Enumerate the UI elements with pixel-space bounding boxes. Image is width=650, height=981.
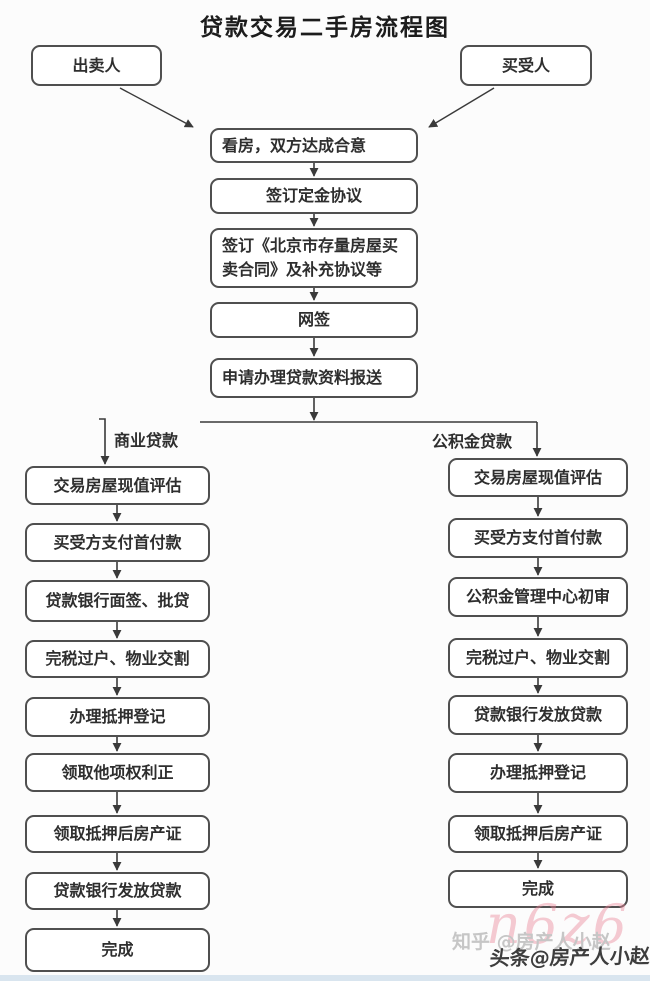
- node-provident-done: 完成: [448, 870, 628, 908]
- node-commercial-appraisal: 交易房屋现值评估: [25, 466, 210, 505]
- node-provident-tax-transfer: 完税过户、物业交割: [448, 638, 628, 678]
- node-buyer: 买受人: [460, 45, 592, 86]
- node-provident-property-cert: 领取抵押后房产证: [448, 815, 628, 853]
- node-provident-loan-release: 贷款银行发放贷款: [448, 695, 628, 735]
- arrow-buyer-to-flow: [428, 87, 495, 128]
- node-online-sign: 网签: [210, 302, 418, 338]
- page-title: 贷款交易二手房流程图: [200, 15, 450, 41]
- node-provident-downpayment: 买受方支付首付款: [448, 518, 628, 558]
- node-deposit-agreement: 签订定金协议: [210, 178, 418, 214]
- node-provident-appraisal: 交易房屋现值评估: [448, 458, 628, 497]
- node-commercial-done: 完成: [25, 928, 210, 972]
- node-commercial-mortgage-reg: 办理抵押登记: [25, 697, 210, 737]
- node-commercial-tax-transfer: 完税过户、物业交割: [25, 640, 210, 678]
- node-loan-application: 申请办理贷款资料报送: [210, 358, 418, 398]
- node-view-house: 看房，双方达成合意: [210, 128, 418, 163]
- bottom-strip: [0, 975, 650, 981]
- arrow-branch-commercial: [99, 418, 110, 465]
- node-provident-mortgage-reg: 办理抵押登记: [448, 753, 628, 793]
- node-commercial-bank-sign: 贷款银行面签、批贷: [25, 580, 210, 622]
- node-provident-center-review: 公积金管理中心初审: [448, 577, 628, 617]
- node-sales-contract: 签订《北京市存量房屋买卖合同》及补充协议等: [210, 228, 418, 288]
- label-provident-loan: 公积金贷款: [432, 432, 513, 451]
- label-commercial-loan: 商业贷款: [114, 431, 179, 450]
- watermark-pink: n6z6: [486, 893, 630, 956]
- node-seller: 出卖人: [31, 45, 162, 86]
- arrows: [99, 87, 543, 927]
- node-commercial-rights-cert: 领取他项权利正: [25, 753, 210, 792]
- node-commercial-downpayment: 买受方支付首付款: [25, 523, 210, 562]
- arrow-seller-to-flow: [119, 87, 194, 128]
- node-commercial-property-cert: 领取抵押后房产证: [25, 815, 210, 853]
- watermark-toutiao: 头条@房产人小赵: [488, 943, 650, 971]
- watermark-zhihu: 知乎 @房产人小赵: [452, 931, 611, 953]
- node-commercial-loan-release: 贷款银行发放贷款: [25, 872, 210, 910]
